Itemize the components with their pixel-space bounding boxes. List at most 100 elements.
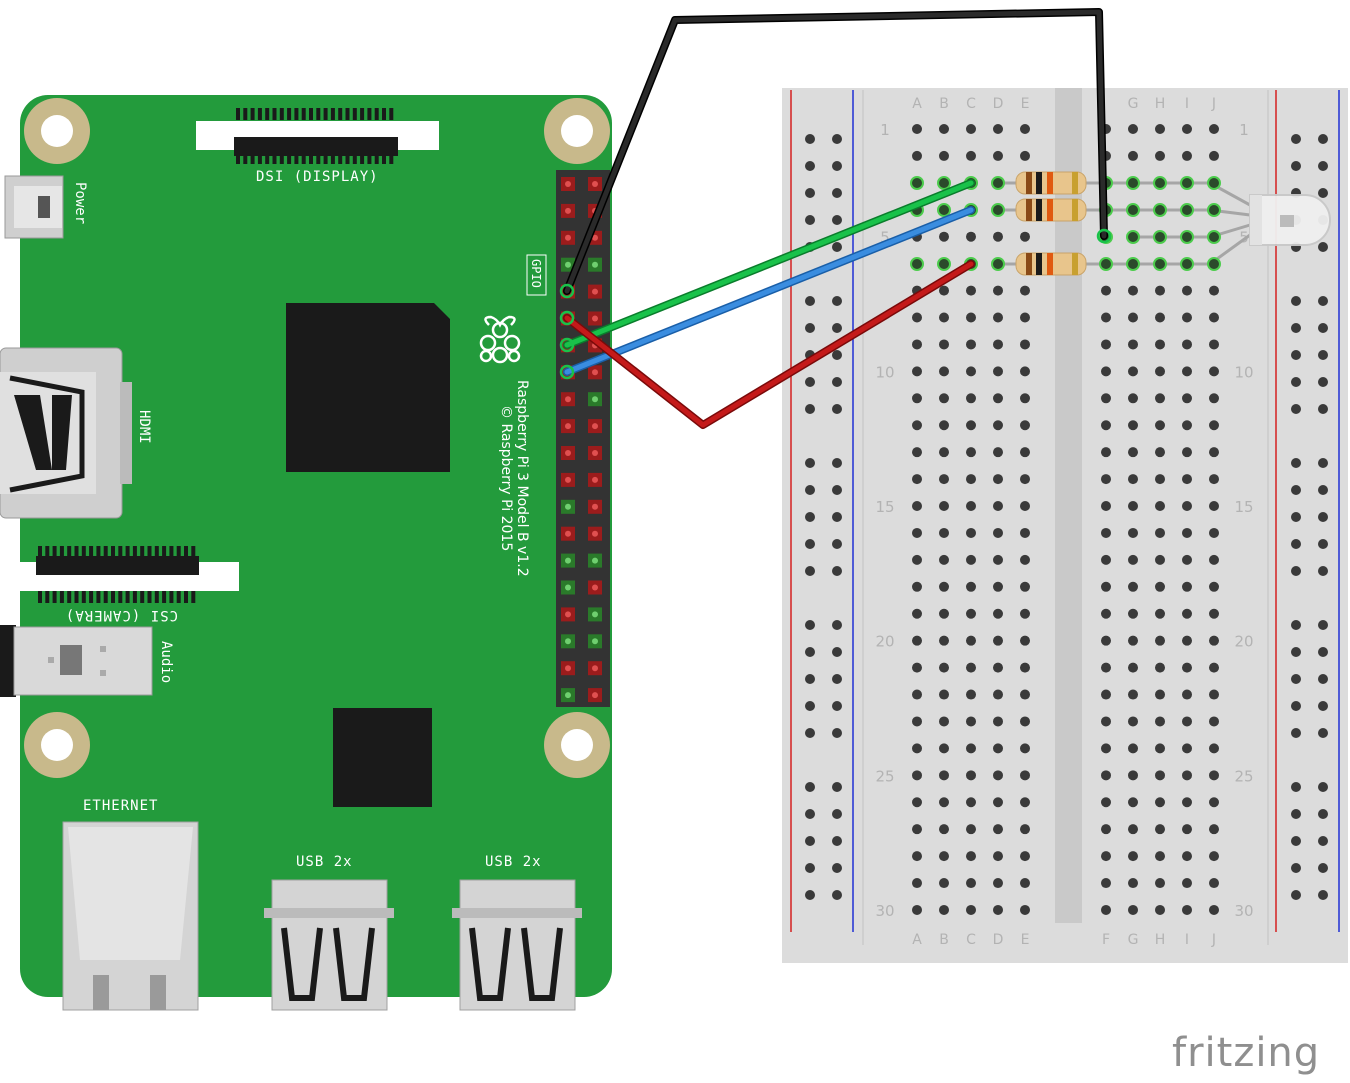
row-number: 20 — [875, 633, 894, 651]
breadboard-hole — [1101, 689, 1111, 700]
breadboard-hole — [1209, 608, 1219, 619]
model-label: Raspberry Pi 3 Model B v1.2 — [514, 380, 530, 577]
breadboard-hole — [1020, 716, 1030, 727]
dsi-connector — [196, 108, 439, 164]
rail-hole — [1318, 674, 1328, 684]
breadboard-hole — [966, 635, 976, 646]
row-number: 25 — [1234, 767, 1253, 785]
column-letter: D — [993, 96, 1004, 112]
row-number: 25 — [875, 767, 894, 785]
breadboard-hole — [1128, 150, 1138, 161]
rail-hole — [1291, 161, 1301, 171]
breadboard-hole — [1209, 716, 1219, 727]
breadboard-hole — [1101, 420, 1111, 431]
connected-hole — [1153, 257, 1167, 271]
breadboard-hole — [1155, 312, 1165, 323]
breadboard-hole — [966, 474, 976, 485]
breadboard-hole — [993, 527, 1003, 538]
rail-hole — [1291, 566, 1301, 576]
breadboard-hole — [912, 824, 922, 835]
rail-hole — [832, 890, 842, 900]
breadboard-hole — [1020, 824, 1030, 835]
breadboard-hole — [1209, 662, 1219, 673]
breadboard-hole — [912, 797, 922, 808]
resistor — [1015, 171, 1087, 195]
column-letter: I — [1185, 932, 1189, 948]
breadboard-hole — [1020, 339, 1030, 350]
breadboard-hole — [1155, 635, 1165, 646]
breadboard-hole — [1101, 662, 1111, 673]
breadboard-hole — [1155, 743, 1165, 754]
breadboard-hole — [939, 878, 949, 889]
breadboard-hole — [1182, 339, 1192, 350]
rail-hole — [832, 620, 842, 630]
breadboard-hole — [1128, 581, 1138, 592]
breadboard-hole — [1128, 716, 1138, 727]
breadboard-hole — [1182, 124, 1192, 134]
breadboard-hole — [939, 393, 949, 404]
breadboard-hole — [1128, 689, 1138, 700]
breadboard-hole — [966, 447, 976, 458]
breadboard-hole — [1182, 743, 1192, 754]
rail-hole — [1318, 728, 1328, 738]
breadboard-hole — [1209, 501, 1219, 512]
rail-hole — [832, 134, 842, 144]
breadboard-hole — [1155, 124, 1165, 134]
hdmi-port — [0, 347, 132, 519]
breadboard-hole — [912, 527, 922, 538]
usb-label-1: USB 2x — [296, 854, 353, 870]
breadboard-hole — [993, 393, 1003, 404]
breadboard-hole — [993, 716, 1003, 727]
breadboard-hole — [1020, 608, 1030, 619]
breadboard-hole — [912, 124, 922, 134]
rail-hole — [805, 701, 815, 711]
column-letter: J — [1211, 932, 1216, 948]
breadboard-hole — [1128, 124, 1138, 134]
breadboard-hole — [1101, 797, 1111, 808]
rail-hole — [805, 539, 815, 549]
breadboard-hole — [1182, 824, 1192, 835]
breadboard-hole — [993, 689, 1003, 700]
rail-hole — [805, 782, 815, 792]
column-letter: J — [1211, 96, 1216, 112]
breadboard-hole — [966, 904, 976, 915]
breadboard-hole — [993, 878, 1003, 889]
breadboard-hole — [1182, 474, 1192, 485]
connected-hole — [1153, 203, 1167, 217]
breadboard-hole — [1020, 285, 1030, 296]
breadboard-hole — [912, 150, 922, 161]
rail-hole — [1291, 809, 1301, 819]
breadboard-hole — [966, 662, 976, 673]
rail-hole — [1291, 296, 1301, 306]
breadboard-hole — [966, 501, 976, 512]
breadboard-hole — [1155, 581, 1165, 592]
breadboard-hole — [1101, 312, 1111, 323]
breadboard-hole — [1101, 608, 1111, 619]
breadboard-hole — [1128, 285, 1138, 296]
column-letter: H — [1155, 96, 1166, 112]
breadboard-hole — [993, 124, 1003, 134]
breadboard-hole — [912, 878, 922, 889]
connected-hole — [937, 203, 951, 217]
ethernet-label: ETHERNET — [83, 798, 158, 814]
breadboard-hole — [1020, 366, 1030, 377]
breadboard-hole — [939, 474, 949, 485]
wires — [563, 8, 1108, 429]
breadboard-hole — [1182, 581, 1192, 592]
raspberry-pi-board: DSI (DISPLAY) Power GPIO Raspberry Pi 3 … — [0, 95, 612, 1011]
breadboard-hole — [912, 716, 922, 727]
breadboard-hole — [1209, 581, 1219, 592]
row-number: 30 — [875, 902, 894, 920]
breadboard-hole — [1101, 447, 1111, 458]
rail-hole — [1291, 458, 1301, 468]
breadboard-hole — [1020, 527, 1030, 538]
breadboard-hole — [1128, 474, 1138, 485]
rail-hole — [832, 701, 842, 711]
breadboard-hole — [1101, 716, 1111, 727]
breadboard-hole — [1209, 393, 1219, 404]
breadboard-hole — [1128, 554, 1138, 565]
rail-hole — [805, 674, 815, 684]
column-letter: B — [939, 96, 949, 112]
breadboard-hole — [912, 608, 922, 619]
rail-hole — [805, 809, 815, 819]
